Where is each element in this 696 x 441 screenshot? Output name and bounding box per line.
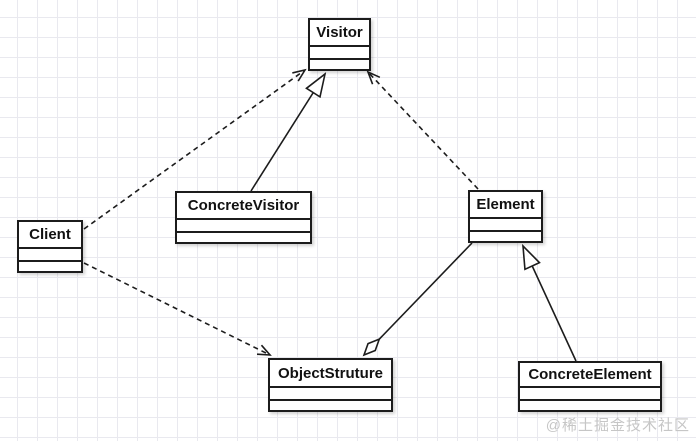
class-attributes-compartment	[520, 388, 660, 401]
class-node-concrete-visitor: ConcreteVisitor	[175, 191, 312, 244]
edge-concreteelement-to-element-generalization	[523, 246, 577, 362]
class-attributes-compartment	[470, 219, 541, 232]
class-node-element: Element	[468, 190, 543, 243]
class-title-object-struture: ObjectStruture	[270, 360, 391, 388]
watermark-text: @稀土掘金技术社区	[545, 417, 690, 434]
class-methods-compartment	[310, 60, 369, 69]
class-title-concrete-visitor: ConcreteVisitor	[177, 193, 310, 220]
class-title-visitor: Visitor	[310, 20, 369, 47]
class-title-element: Element	[470, 192, 541, 219]
class-node-client: Client	[17, 220, 83, 273]
class-attributes-compartment	[270, 388, 391, 401]
edge-client-to-visitor-dependency	[83, 70, 305, 230]
edge-client-to-objectstruture-dependency	[83, 262, 270, 355]
class-methods-compartment	[520, 401, 660, 410]
class-title-concrete-element: ConcreteElement	[520, 363, 660, 388]
class-methods-compartment	[470, 232, 541, 241]
edge-element-to-objectstruture-aggregation	[362, 242, 473, 357]
class-node-object-struture: ObjectStruture	[268, 358, 393, 412]
class-title-client: Client	[19, 222, 81, 249]
class-attributes-compartment	[310, 47, 369, 60]
edge-concretevisitor-to-visitor-generalization	[250, 74, 325, 192]
class-node-concrete-element: ConcreteElement	[518, 361, 662, 412]
class-attributes-compartment	[177, 220, 310, 233]
class-node-visitor: Visitor	[308, 18, 371, 71]
class-methods-compartment	[270, 401, 391, 410]
edge-element-to-visitor-dependency	[368, 72, 479, 190]
class-methods-compartment	[19, 262, 81, 271]
class-methods-compartment	[177, 233, 310, 242]
class-attributes-compartment	[19, 249, 81, 262]
